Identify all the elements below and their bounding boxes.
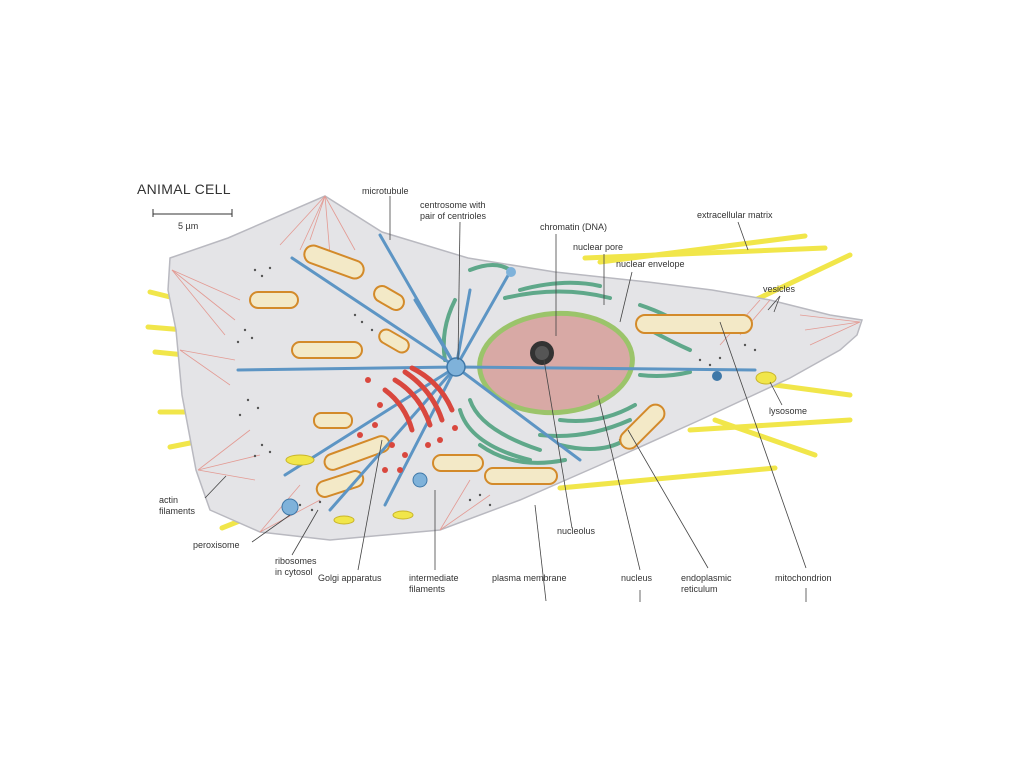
- centrosome: [446, 357, 466, 377]
- actin-filaments: [171, 195, 861, 533]
- lysosome-bodies: [285, 371, 777, 525]
- label-mitochondrion: mitochondrion: [775, 573, 832, 583]
- ribosomes: [236, 266, 757, 512]
- label-lysosome: lysosome: [769, 406, 808, 416]
- microtubules: [236, 233, 757, 512]
- label-nucleus: nucleus: [621, 573, 653, 583]
- label-nucleolus: nucleolus: [557, 526, 596, 536]
- scale-bar: [152, 209, 233, 217]
- label-centrosome: centrosome with pair of centrioles: [420, 200, 487, 221]
- label-extracellular-matrix: extracellular matrix: [697, 210, 773, 220]
- golgi-apparatus: [382, 365, 455, 433]
- label-nuclear-envelope: nuclear envelope: [616, 259, 685, 269]
- peroxisome: [281, 498, 299, 516]
- leader-lines: [204, 196, 807, 602]
- label-peroxisome: peroxisome: [193, 540, 240, 550]
- label-endoplasmic-reticulum: endoplasmic reticulum: [681, 573, 732, 594]
- label-golgi-apparatus: Golgi apparatus: [318, 573, 382, 583]
- label-chromatin: chromatin (DNA): [540, 222, 608, 232]
- nucleus: [477, 310, 635, 416]
- label-actin-filaments: actin filaments: [159, 495, 196, 516]
- label-intermediate-filaments: intermediate filaments: [409, 573, 459, 594]
- label-ribosomes: ribosomes in cytosol: [275, 556, 317, 577]
- label-nuclear-pore: nuclear pore: [573, 242, 624, 252]
- vesicle-blue-2: [712, 371, 722, 381]
- scale-bar-label: 5 µm: [178, 221, 199, 231]
- label-plasma-membrane: plasma membrane: [492, 573, 567, 583]
- golgi-vesicles: [357, 377, 458, 473]
- label-vesicles: vesicles: [763, 284, 796, 294]
- label-microtubule: microtubule: [362, 186, 409, 196]
- vesicle-blue: [412, 472, 428, 488]
- vesicle-blue-3: [506, 267, 516, 277]
- figure-title: ANIMAL CELL: [137, 181, 231, 197]
